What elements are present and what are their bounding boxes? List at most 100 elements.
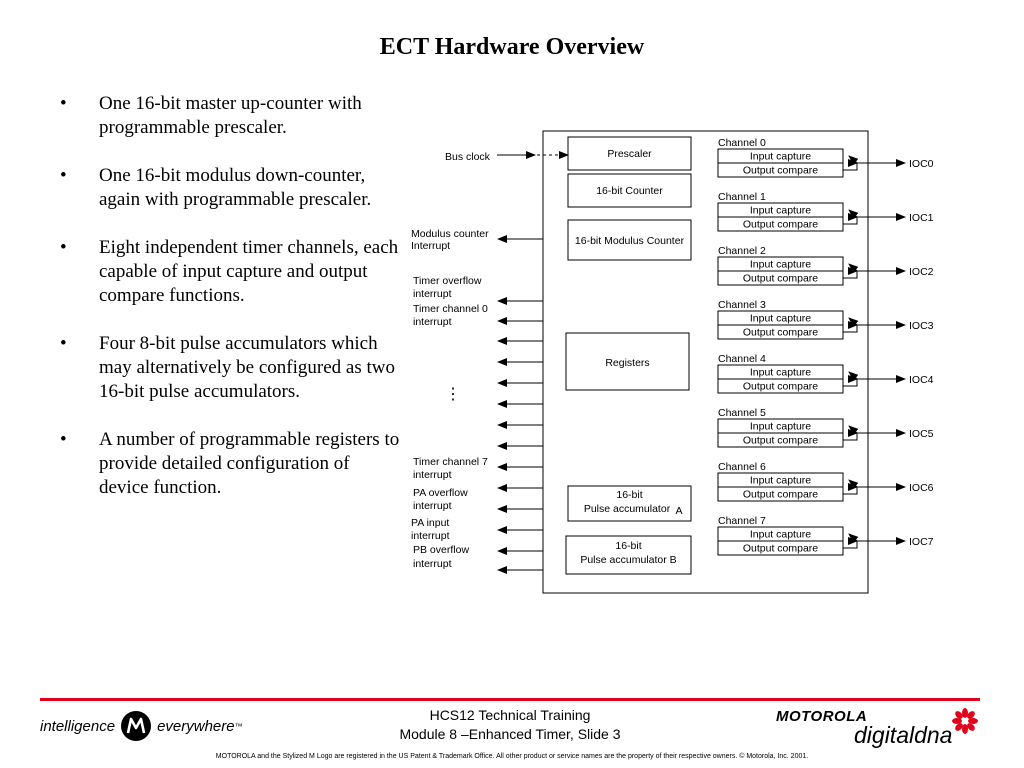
input-capture-label: Input capture — [750, 151, 811, 163]
compare-connector — [843, 379, 858, 387]
pulse-accumulator-a-line1: 16-bit — [616, 489, 642, 501]
channel-label: Channel 3 — [718, 299, 766, 311]
capture-connector — [848, 263, 859, 273]
pulse-accumulator-b-block — [565, 535, 692, 575]
compare-connector — [843, 271, 858, 279]
output-compare-label: Output compare — [743, 489, 818, 501]
prescaler-block — [567, 136, 692, 171]
bullet-item: • A number of programmable registers to p… — [60, 428, 400, 500]
input-capture-label: Input capture — [750, 367, 811, 379]
compare-connector — [843, 217, 858, 225]
compare-connector — [843, 541, 858, 549]
pin-label: IOC4 — [909, 374, 934, 386]
pa-input-label: PA input — [411, 517, 449, 529]
intelligence-everywhere-logo: intelligence everywhere ™ — [40, 708, 243, 744]
pin-label: IOC7 — [909, 536, 934, 548]
pin-label: IOC6 — [909, 482, 934, 494]
channel-label: Channel 0 — [718, 137, 766, 149]
timer-channel7-label: Timer channel 7 — [413, 456, 488, 468]
compare-connector — [843, 325, 858, 333]
timer-overflow-interrupt-label: interrupt — [413, 288, 452, 300]
pa-overflow-interrupt-label: interrupt — [413, 500, 452, 512]
pb-overflow-interrupt-label: interrupt — [413, 558, 452, 570]
slide-reference: Module 8 –Enhanced Timer, Slide 3 — [399, 726, 621, 742]
input-capture-label: Input capture — [750, 421, 811, 433]
bullet-text: One 16-bit master up-counter with progra… — [99, 93, 362, 138]
timer-channel0-interrupt-label: interrupt — [413, 316, 452, 328]
modulus-counter-block — [567, 219, 692, 261]
input-capture-label: Input capture — [750, 205, 811, 217]
channel-label: Channel 1 — [718, 191, 766, 203]
output-compare-label: Output compare — [743, 165, 818, 177]
pin-label: IOC1 — [909, 212, 934, 224]
bullet-marker: • — [60, 237, 67, 258]
compare-connector — [843, 163, 858, 171]
pulse-accumulator-b-line2: Pulse accumulator B — [580, 554, 676, 566]
bullet-marker: • — [60, 333, 67, 354]
capture-connector — [848, 317, 859, 327]
channel-label: Channel 6 — [718, 461, 766, 473]
capture-connector — [848, 371, 859, 381]
pin-label: IOC5 — [909, 428, 934, 440]
tagline-left: intelligence — [40, 717, 116, 735]
registers-label: Registers — [605, 357, 649, 369]
tagline-right: everywhere — [157, 717, 235, 735]
motorola-wordmark: MOTOROLA — [776, 708, 868, 725]
registers-block — [565, 332, 690, 391]
input-capture-label: Input capture — [750, 475, 811, 487]
output-compare-label: Output compare — [743, 219, 818, 231]
output-compare-label: Output compare — [743, 381, 818, 393]
output-compare-label: Output compare — [743, 273, 818, 285]
pb-overflow-label: PB overflow — [413, 544, 469, 556]
footer-caption: HCS12 Technical Training Module 8 –Enhan… — [340, 706, 680, 744]
timer-overflow-label: Timer overflow — [413, 275, 482, 287]
pulse-accumulator-a-suffix: A — [675, 505, 682, 517]
counter-block — [567, 173, 692, 208]
pa-input-interrupt-label: interrupt — [411, 530, 450, 542]
pulse-accumulator-a-block — [567, 485, 692, 522]
bullet-marker: • — [60, 165, 67, 186]
ect-block-diagram: Bus clock Modulus counter Interrupt Time… — [411, 130, 934, 594]
counter-label: 16-bit Counter — [596, 185, 663, 197]
bullet-text: Eight independent timer channels, each c… — [99, 237, 399, 306]
channel-label: Channel 5 — [718, 407, 766, 419]
bullet-text: Four 8-bit pulse accumulators which may … — [99, 333, 395, 402]
compare-connector — [843, 487, 858, 495]
digital-dna-logo: digitaldna — [854, 722, 953, 748]
pa-overflow-label: PA overflow — [413, 487, 468, 499]
prescaler-label: Prescaler — [607, 148, 652, 160]
bullet-marker: • — [60, 429, 67, 450]
footer-divider — [40, 698, 980, 701]
interrupt-arrows — [497, 235, 543, 574]
ellipsis-label: ⋮ — [445, 386, 461, 403]
bullet-marker: • — [60, 93, 67, 114]
input-capture-label: Input capture — [750, 313, 811, 325]
channel-label: Channel 2 — [718, 245, 766, 257]
output-compare-label: Output compare — [743, 327, 818, 339]
output-compare-label: Output compare — [743, 435, 818, 447]
bullet-item: • One 16-bit master up-counter with progr… — [60, 92, 400, 140]
ect-module-outline — [542, 130, 869, 594]
output-compare-label: Output compare — [743, 543, 818, 555]
timer-channel7-interrupt-label: interrupt — [413, 469, 452, 481]
bullet-item: • Eight independent timer channels, each … — [60, 236, 400, 308]
pin-label: IOC2 — [909, 266, 934, 278]
channel-label: Channel 7 — [718, 515, 766, 527]
bullet-text: A number of programmable registers to pr… — [99, 429, 400, 498]
compare-connector — [843, 433, 858, 441]
bullet-item: •One 16-bit modulus down-counter, again … — [60, 164, 400, 212]
slide-title: ECT Hardware Overview — [379, 34, 645, 60]
timer-channel0-label: Timer channel 0 — [413, 303, 488, 315]
input-capture-label: Input capture — [750, 259, 811, 271]
channel-label: Channel 4 — [718, 353, 766, 365]
capture-connector — [848, 425, 859, 435]
capture-connector — [848, 209, 859, 219]
pin-label: IOC3 — [909, 320, 934, 332]
bullet-list: • One 16-bit master up-counter with progr… — [60, 92, 400, 524]
pin-label: IOC0 — [909, 158, 934, 170]
motorola-m-icon — [121, 711, 152, 741]
modulus-interrupt-label: Interrupt — [411, 240, 450, 252]
input-capture-label: Input capture — [750, 529, 811, 541]
pulse-accumulator-a-line2: Pulse accumulator — [584, 503, 671, 515]
